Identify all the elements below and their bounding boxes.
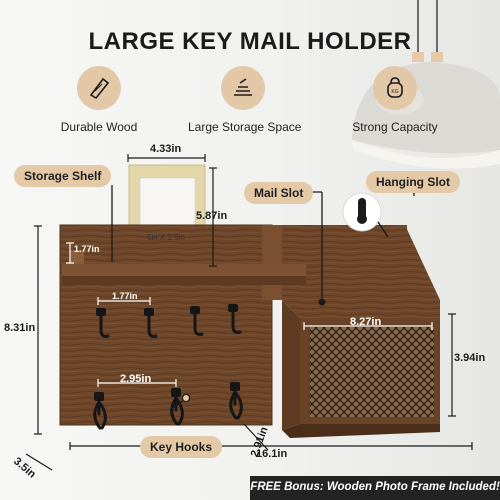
feature-storage-space: Large Storage Space bbox=[188, 66, 302, 134]
dim-mail-width: 8.27in bbox=[350, 316, 382, 328]
feature-label: Durable Wood bbox=[60, 120, 138, 134]
mail-slot-box bbox=[262, 225, 440, 438]
dim-frame-width: 4.33in bbox=[150, 143, 182, 155]
dim-mail-height: 3.94in bbox=[454, 352, 486, 364]
kettlebell-icon: KG bbox=[373, 66, 417, 110]
dim-total-width: 16.1in bbox=[256, 448, 288, 460]
callout-key-hooks: Key Hooks bbox=[140, 436, 223, 458]
feature-label: Strong Capacity bbox=[352, 120, 438, 134]
feature-durable-wood: Durable Wood bbox=[44, 66, 154, 134]
callout-hanging-slot: Hanging Slot bbox=[366, 171, 460, 193]
key-hooks bbox=[93, 306, 243, 430]
frame-size-text: 5in X 3.5in bbox=[147, 233, 185, 242]
dim-frame-height: 5.87in bbox=[196, 210, 228, 222]
callout-mail-slot: Mail Slot bbox=[244, 182, 314, 204]
dim-total-height: 8.31in bbox=[4, 322, 36, 334]
dim-hook-spacing-top: 1.77in bbox=[112, 291, 138, 301]
feature-label: Large Storage Space bbox=[188, 120, 302, 134]
callout-storage-shelf: Storage Shelf bbox=[14, 165, 112, 187]
page-title: LARGE KEY MAIL HOLDER bbox=[88, 28, 412, 55]
feature-strong-capacity: KG Strong Capacity bbox=[340, 66, 450, 134]
kettlebell-text: KG bbox=[391, 89, 398, 95]
storage-shelf bbox=[62, 250, 306, 285]
dim-hook-spacing-bottom: 2.95in bbox=[120, 373, 152, 385]
wood-plank-icon bbox=[77, 66, 121, 110]
bonus-banner-text: FREE Bonus: Wooden Photo Frame Included! bbox=[250, 481, 500, 493]
bonus-banner: FREE Bonus: Wooden Photo Frame Included! bbox=[250, 476, 500, 500]
hanging-slot-detail bbox=[342, 192, 389, 238]
dim-shelf-depth: 1.77in bbox=[74, 244, 100, 254]
storage-stack-icon bbox=[221, 66, 265, 110]
